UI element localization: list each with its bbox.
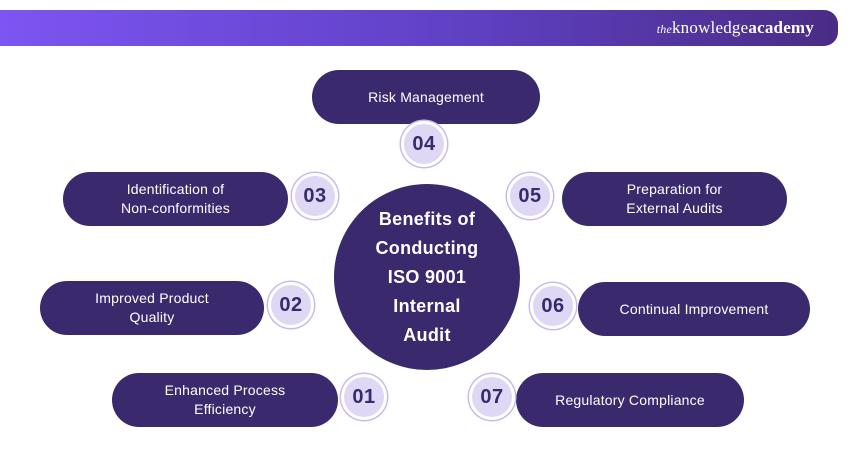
badge-number: 03 — [303, 184, 327, 207]
center-title-circle: Benefits of Conducting ISO 9001 Internal… — [334, 184, 520, 370]
pill-label: Efficiency — [194, 401, 256, 417]
pill-label: Continual Improvement — [619, 300, 769, 317]
badge-number: 04 — [412, 132, 436, 155]
pill-label: Risk Management — [368, 88, 484, 105]
benefit-pill-enhanced-process-efficiency: Enhanced Process Efficiency — [112, 373, 338, 427]
badge-number: 07 — [480, 385, 504, 408]
center-title-line: Conducting — [375, 237, 479, 258]
number-badge-05: 05 — [507, 173, 553, 219]
benefit-pill-preparation-for-external-audits: Preparation for External Audits — [562, 172, 787, 226]
header-bar: theknowledgeacademy — [0, 10, 838, 46]
number-badge-04: 04 — [401, 121, 447, 167]
badge-number: 01 — [352, 385, 376, 408]
benefit-pill-identification-of-non-conformities: Identification of Non-conformities — [63, 172, 288, 226]
logo-knowledge: knowledge — [671, 18, 749, 37]
number-badge-03: 03 — [292, 173, 338, 219]
pill-label: Non-conformities — [120, 200, 230, 216]
logo-the: the — [656, 22, 672, 36]
benefit-pill-improved-product-quality: Improved Product Quality — [40, 281, 264, 335]
badge-number: 06 — [541, 294, 565, 317]
benefit-pill-risk-management: Risk Management — [312, 70, 540, 124]
pill-label: Preparation for — [626, 181, 723, 197]
badge-number: 02 — [279, 293, 303, 316]
center-title-line: Internal — [393, 295, 461, 316]
pill-label: External Audits — [626, 200, 723, 216]
number-badge-02: 02 — [268, 282, 314, 328]
pill-label: Identification of — [126, 181, 225, 197]
pill-label: Regulatory Compliance — [555, 391, 705, 408]
pill-label: Enhanced Process — [164, 382, 286, 398]
number-badge-06: 06 — [530, 283, 576, 329]
badge-number: 05 — [518, 184, 542, 207]
center-title-line: Audit — [403, 324, 451, 345]
benefit-pill-regulatory-compliance: Regulatory Compliance — [516, 373, 744, 427]
center-title-line: Benefits of — [378, 208, 476, 229]
brand-logo: theknowledgeacademy — [657, 18, 814, 38]
logo-academy: academy — [748, 18, 814, 37]
number-badge-07: 07 — [469, 374, 515, 420]
number-badge-01: 01 — [341, 374, 387, 420]
pill-label: Improved Product — [95, 290, 209, 306]
benefit-pill-continual-improvement: Continual Improvement — [578, 282, 810, 336]
center-title-line: ISO 9001 — [387, 266, 467, 287]
pill-label: Quality — [129, 309, 175, 325]
